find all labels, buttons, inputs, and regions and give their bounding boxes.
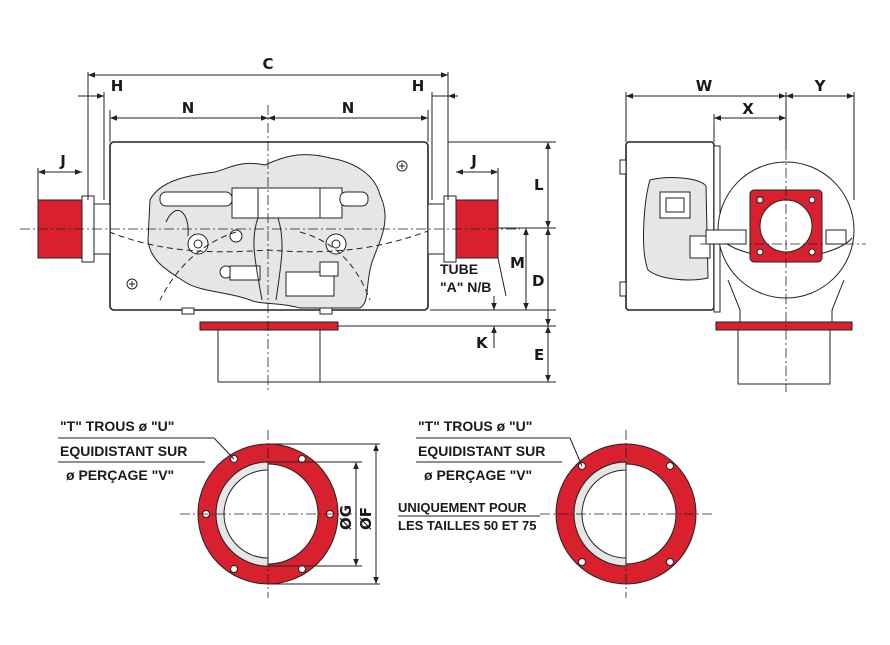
right-pivot <box>325 233 347 255</box>
dim-n-right: N <box>342 99 355 117</box>
dim-j-right: J <box>470 152 477 170</box>
bottom-flange <box>199 321 339 331</box>
flange-detail-right: "T" TROUS ø "U" EQUIDISTANT SUR ø PERÇAG… <box>398 418 712 598</box>
side-dimensions: W Y X <box>625 77 855 200</box>
dim-e: E <box>534 346 544 364</box>
dim-y: Y <box>814 77 827 95</box>
tube-note-line1: TUBE <box>440 261 478 277</box>
dim-w: W <box>696 77 713 95</box>
front-cutaway <box>147 154 386 309</box>
outlet-pipe <box>217 329 321 383</box>
dim-h-right: H <box>412 77 425 95</box>
dim-c: C <box>262 55 273 73</box>
flange-right-note-line3: ø PERÇAGE "V" <box>424 467 532 483</box>
side-bottom-flange <box>715 321 853 331</box>
dim-l: L <box>534 176 544 194</box>
flange-left-note-line3: ø PERÇAGE "V" <box>66 467 174 483</box>
dim-x: X <box>742 100 754 118</box>
dim-m: M <box>510 254 525 272</box>
dim-f: ØF <box>357 507 375 530</box>
left-pivot <box>187 233 209 255</box>
solenoid-box <box>285 271 335 297</box>
front-view <box>20 105 520 392</box>
dim-n-left: N <box>182 99 195 117</box>
flange-left-note-line1: "T" TROUS ø "U" <box>60 418 174 434</box>
dim-k: K <box>476 334 489 352</box>
flange-left-note-line2: EQUIDISTANT SUR <box>60 443 187 459</box>
side-outlet <box>737 329 831 385</box>
flange-right-note-line2: EQUIDISTANT SUR <box>418 443 545 459</box>
flange-right-note-line1: "T" TROUS ø "U" <box>418 418 532 434</box>
dim-h-left: H <box>111 77 124 95</box>
size-note-line1: UNIQUEMENT POUR <box>398 500 527 515</box>
tube-note-line2: "A" N/B <box>440 279 491 295</box>
dim-j-left: J <box>59 152 66 170</box>
front-labels: C H H N N J J L M D K E TUBE "A" N/B <box>59 55 544 364</box>
dim-d: D <box>532 272 544 290</box>
actuator-cylinder <box>231 187 343 219</box>
size-note-line2: LES TAILLES 50 ET 75 <box>398 518 536 533</box>
front-dimensions <box>37 72 556 383</box>
flange-detail-left: "T" TROUS ø "U" EQUIDISTANT SUR ø PERÇAG… <box>58 418 380 598</box>
side-view <box>619 141 866 392</box>
dim-g: ØG <box>337 505 355 530</box>
